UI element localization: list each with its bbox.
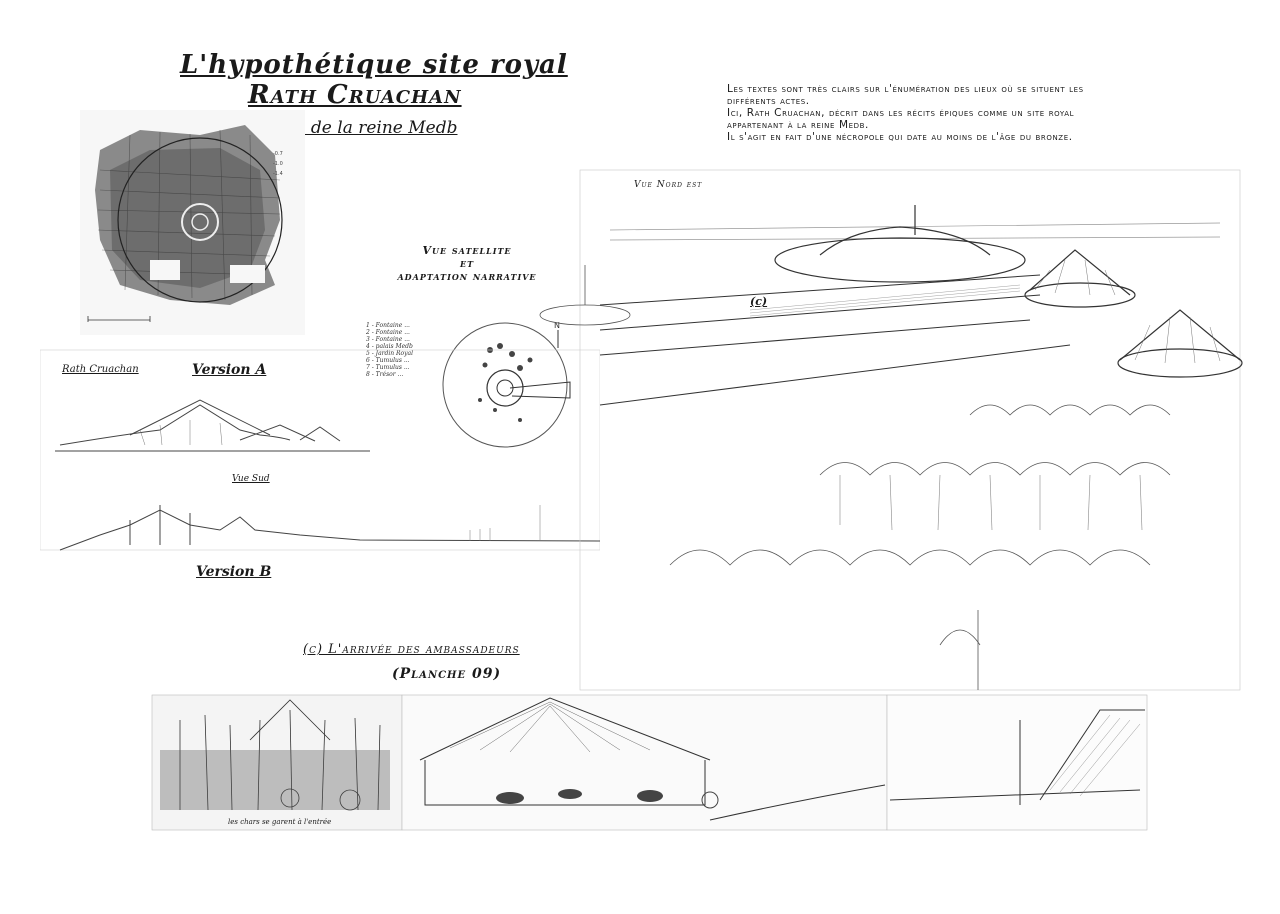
legend-item: 8 - Trésor ... <box>366 371 404 378</box>
perspective-sketch <box>539 169 1243 691</box>
vue-nord-est-label: Vue Nord est <box>634 180 703 190</box>
satellite-label-line: Vue satellite <box>422 244 512 257</box>
intro-line: Il s'agit en fait d'une nécropole qui da… <box>727 131 1073 143</box>
satellite-label-line: et <box>459 257 475 270</box>
satellite-label: Vue satellite et adaptation narrative <box>392 244 542 283</box>
planche-label: (Planche 09) <box>392 666 502 682</box>
svg-text:-1.0: -1.0 <box>273 161 283 167</box>
rath-cruachan-label: Rath Cruachan <box>62 364 139 375</box>
svg-text:N: N <box>554 321 560 330</box>
legend-item: 6 - Tumulus ... <box>366 357 410 364</box>
panorama-caption: les chars se garent à l'entrée <box>228 818 332 826</box>
legend-item: 3 - Fontaine ... <box>366 336 410 343</box>
panorama-sketch <box>151 694 1148 831</box>
svg-text:-1.4: -1.4 <box>273 171 283 177</box>
intro-line: Ici, Rath Cruachan, décrit dans les réci… <box>727 107 1075 119</box>
legend-item: 4 - palais Medb <box>366 343 413 350</box>
intro-line: Les textes sont très clairs sur l'énumér… <box>727 83 1084 95</box>
svg-text:-0.7: -0.7 <box>273 151 283 157</box>
legend-item: 1 - Fontaine ... <box>366 322 410 329</box>
version-b-label: Version B <box>196 564 272 580</box>
page-title: L'hypothétique site royal <box>180 50 568 80</box>
c-marker-label: (c) <box>750 295 768 308</box>
legend-item: 7 - Tumulus ... <box>366 364 410 371</box>
intro-text: Les textes sont très clairs sur l'énumér… <box>727 83 1192 143</box>
page-subtitle: Rath Cruachan <box>248 80 462 110</box>
satellite-label-line: adaptation narrative <box>397 270 537 283</box>
legend-item: 2 - Fontaine ... <box>366 329 410 336</box>
plan-legend: 1 - Fontaine ... 2 - Fontaine ... 3 - Fo… <box>366 322 476 378</box>
elevation-sketches <box>40 349 600 551</box>
legend-item: 5 - Jardin Royal <box>366 350 414 357</box>
arrivee-title: (c) L'arrivée des ambassadeurs <box>303 642 520 657</box>
intro-line: différents actes. <box>727 95 810 107</box>
satellite-map: -0.7 -1.0 -1.4 <box>80 110 305 335</box>
version-a-label: Version A <box>192 362 267 378</box>
intro-line: appartenant à la reine Medb. <box>727 119 869 131</box>
circular-plan-sketch: N <box>442 321 571 448</box>
vue-sud-label: Vue Sud <box>232 474 270 484</box>
